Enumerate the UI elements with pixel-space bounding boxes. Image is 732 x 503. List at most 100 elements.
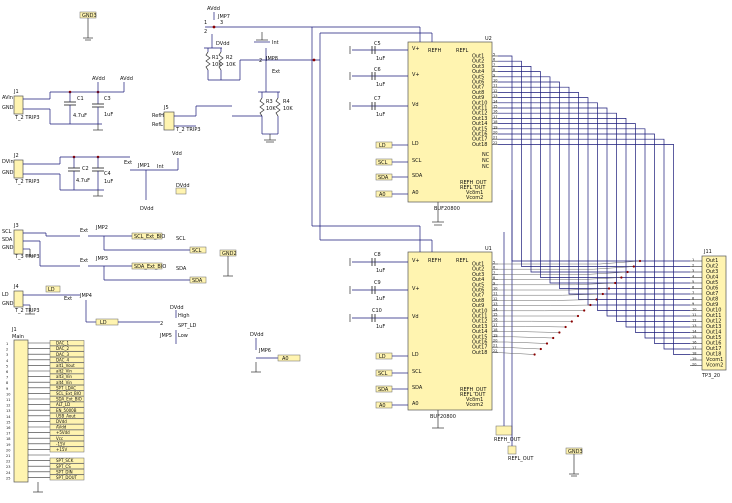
ic-out-label: Out13 bbox=[472, 324, 487, 330]
bus-wire-top bbox=[498, 128, 690, 339]
c10-label: C10 bbox=[372, 308, 382, 314]
ic-out-label: Out10 bbox=[472, 308, 487, 314]
bus-wire-bottom bbox=[498, 293, 603, 296]
bus-wire-top bbox=[498, 55, 690, 262]
c6-value: 1uF bbox=[376, 82, 385, 88]
a0-net: A0 bbox=[282, 356, 289, 362]
u1-scl-tag: SCL bbox=[378, 371, 388, 377]
main-pin-number: 2 bbox=[6, 348, 8, 352]
bus-junction bbox=[614, 281, 617, 285]
main-pin-label: +15V bbox=[56, 447, 67, 452]
bus-wire-bottom bbox=[498, 282, 616, 286]
u2-vs1: V+ bbox=[412, 46, 420, 52]
ic-out-label: Out8 bbox=[472, 298, 484, 304]
ic-out-label: Out16 bbox=[472, 340, 487, 346]
jout-pin-number: 4 bbox=[692, 275, 695, 279]
u2-a0: A0 bbox=[412, 190, 419, 196]
ic-out-label: Out7 bbox=[472, 85, 484, 91]
j1-gnd: GND bbox=[2, 105, 14, 111]
j1-avin: AVin bbox=[2, 95, 13, 101]
c2-label: C2 bbox=[82, 166, 89, 172]
u1-vd: Vd bbox=[412, 314, 419, 320]
svg-text:2: 2 bbox=[204, 29, 207, 35]
ic-out-pinnum: 8 bbox=[493, 68, 495, 72]
u1-vs2: V+ bbox=[412, 286, 420, 292]
c1-label: C1 bbox=[77, 96, 84, 102]
a0-dvdd: DVdd bbox=[250, 332, 264, 338]
main-pin-label: SDA_Ext_BIO bbox=[56, 397, 82, 402]
c7-value: 1uF bbox=[376, 112, 385, 118]
jout-pin-label: Out18 bbox=[706, 352, 721, 358]
ic-out-label: Out9 bbox=[472, 95, 484, 101]
jout-pin-number: 8 bbox=[692, 297, 694, 301]
j4-label: J4 bbox=[13, 284, 19, 290]
sda-port: SDA_Ext_BIO bbox=[134, 264, 166, 270]
ic-out-label: Out11 bbox=[472, 314, 487, 320]
ic-u2: U2 BUF20800 REFH REFL V+ V+ Vd LD SCL SD… bbox=[320, 27, 498, 226]
main-ref: J1 bbox=[11, 327, 17, 333]
j5-refl: RefL bbox=[152, 122, 163, 128]
u1-ld: LD bbox=[412, 352, 419, 358]
main-pin-tag bbox=[49, 435, 85, 442]
ic-out-pinnum: 17 bbox=[493, 115, 497, 119]
main-pin-label: alt1_Vout bbox=[56, 363, 75, 368]
c9-label: C9 bbox=[374, 280, 381, 286]
main-pin-label: DAC_1 bbox=[56, 341, 69, 346]
main-pin-tag bbox=[49, 446, 85, 453]
bus-wire-top bbox=[498, 118, 690, 328]
ic-out-label: Out10 bbox=[472, 100, 487, 106]
c8-value: 1uF bbox=[376, 268, 385, 274]
jout-pin-number: 16 bbox=[692, 341, 696, 345]
j1-part: T_2 TRIP3 bbox=[14, 115, 40, 121]
bus-junction bbox=[583, 309, 586, 312]
bus-wire-top bbox=[498, 60, 690, 267]
ic-out-label: Out18 bbox=[472, 350, 487, 356]
main-pin-number: 25 bbox=[6, 476, 10, 480]
ic-out-pinnum: 11 bbox=[493, 292, 497, 296]
jout-pin-label: Out7 bbox=[706, 291, 718, 297]
main-pin-number: 13 bbox=[6, 409, 10, 413]
connector-j4-ld: J4 LD GND T_2 TRIP3 LD Ext JMP4 LD DVdd … bbox=[2, 284, 197, 344]
u1-vs1: V+ bbox=[412, 258, 420, 264]
output-connector: J11 TP3_20 Out11Out22Out33Out44Out55Out6… bbox=[690, 249, 727, 379]
jout-pin-number: 9 bbox=[692, 302, 694, 306]
ic-out-pinnum: 8 bbox=[493, 276, 495, 280]
refh-out-tag: REFH_OUT bbox=[494, 437, 521, 443]
ic-out-pinnum: 20 bbox=[493, 131, 497, 135]
jout-pin-number: 15 bbox=[692, 335, 696, 339]
u2-vs2: V+ bbox=[412, 72, 420, 78]
u2-scl-tag: SCL bbox=[378, 160, 388, 166]
jout-pin-number: 12 bbox=[692, 319, 696, 323]
u2-ld: LD bbox=[412, 141, 419, 147]
bus-wire-top bbox=[498, 102, 690, 311]
high-label: High bbox=[178, 313, 190, 319]
u2-refl: REFL bbox=[456, 48, 469, 54]
jmp1-label: JMP1 bbox=[137, 163, 150, 169]
main-pin-number: 4 bbox=[6, 359, 9, 363]
ic-out-label: Out6 bbox=[472, 288, 484, 294]
main-pin-tag bbox=[49, 474, 85, 481]
ic-out-label: Out13 bbox=[472, 116, 487, 122]
ic-out-label: Out15 bbox=[472, 334, 487, 340]
bus-wire-top bbox=[498, 81, 690, 289]
ic-out-label: Out1 bbox=[472, 54, 484, 60]
bus-junction bbox=[564, 325, 567, 329]
u1-refh-out: REFH_OUT bbox=[460, 387, 487, 393]
connector-j1-avin: J1 AVin GND T_2 TRIP3 C1 4.7uF C3 1uF AV… bbox=[2, 76, 133, 131]
ic-out-label: Out18 bbox=[472, 142, 487, 148]
gnd2-label: GND2 bbox=[222, 251, 237, 257]
bus-wire-top bbox=[498, 66, 690, 273]
ic-out-label: Out17 bbox=[472, 345, 487, 351]
ic-out-pinnum: 15 bbox=[493, 313, 497, 317]
sda-net: SDA bbox=[192, 278, 203, 284]
jout-pin-number: 1 bbox=[692, 258, 694, 262]
j3-gnd: GND bbox=[2, 245, 14, 251]
svg-text:3: 3 bbox=[220, 20, 223, 26]
u2-sda: SDA bbox=[412, 173, 423, 179]
c5-label: C5 bbox=[374, 41, 381, 47]
ic-out-pinnum: 7 bbox=[493, 271, 495, 275]
dvdd-net: DVdd bbox=[176, 183, 190, 189]
jout-pin-number: 3 bbox=[692, 269, 694, 273]
u1-refl: REFL bbox=[456, 258, 469, 264]
